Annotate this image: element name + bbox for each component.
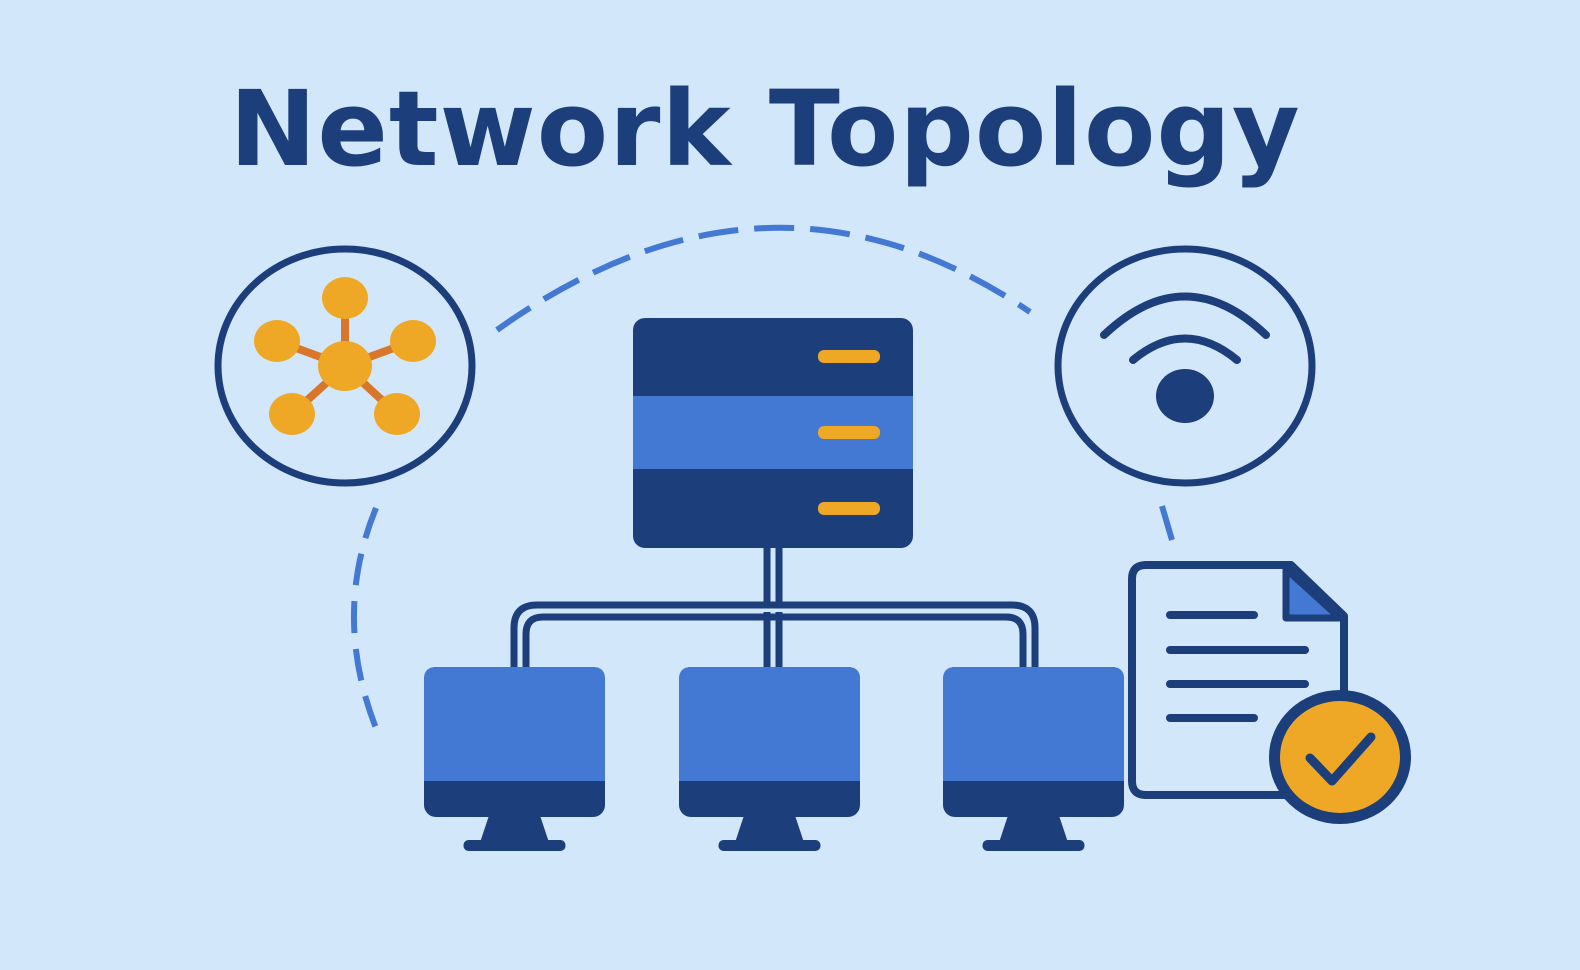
monitor-icon (424, 667, 605, 851)
dashed-arc-connector (495, 224, 1032, 333)
star-network-icon (214, 245, 476, 487)
checkmark-icon (1269, 690, 1411, 824)
client-monitors (424, 667, 1124, 851)
page-title: Network Topology (229, 68, 1301, 190)
monitor-icon (943, 667, 1124, 851)
wifi-icon (1054, 245, 1316, 487)
server-rack-icon (633, 318, 913, 548)
dashed-right-connector (1159, 505, 1175, 541)
monitor-icon (679, 667, 860, 851)
dashed-left-connector (351, 506, 383, 740)
network-cabling (510, 548, 1039, 668)
